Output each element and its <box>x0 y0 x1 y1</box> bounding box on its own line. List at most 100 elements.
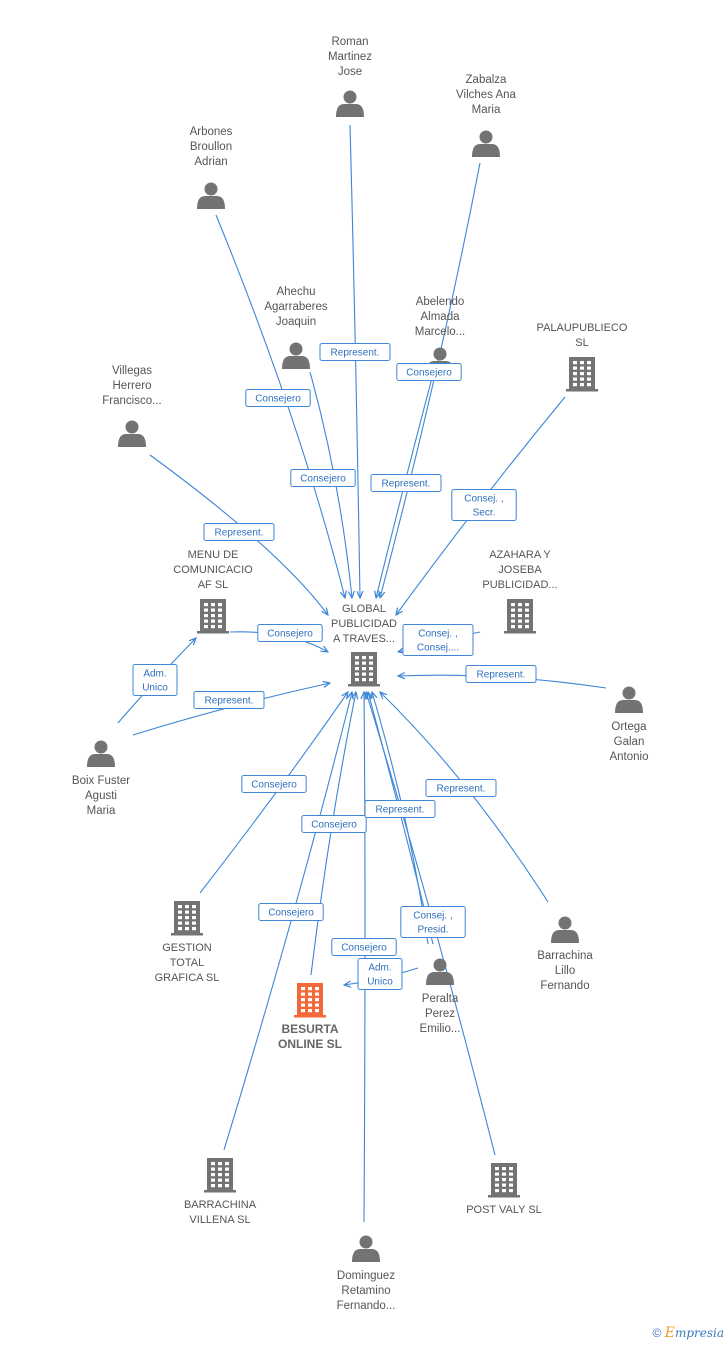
building-base <box>204 1190 236 1193</box>
edge-label-text: Unico <box>367 977 393 988</box>
node-label: Ahechu <box>276 286 315 298</box>
edge-roman-global <box>349 124 360 598</box>
node-abelendo[interactable]: AbelendoAlmadaMarcelo... <box>415 296 466 374</box>
edge-label-ortega-global[interactable]: Represent. <box>465 665 537 683</box>
building-window <box>204 625 208 629</box>
building-window <box>525 619 529 623</box>
building-window <box>369 678 373 682</box>
building-window <box>185 916 189 920</box>
building-window <box>573 372 577 376</box>
edge-label-boix-menu[interactable]: Adm.Unico <box>132 664 178 696</box>
edge-label-ahechu-global[interactable]: Consejero <box>290 469 356 487</box>
edge-label-peralta-global-a[interactable]: Represent. <box>364 800 436 818</box>
edge-label-barrachina-villena-global[interactable]: Consejero <box>258 903 324 921</box>
edge-label-box <box>319 343 391 361</box>
edge-label-text: Represent. <box>331 348 380 359</box>
building-window <box>308 998 312 1002</box>
node-dominguez[interactable]: DominguezRetaminoFernando... <box>337 1235 396 1313</box>
edge-label-text: Consejero <box>311 820 357 831</box>
edge-label-menu-global[interactable]: Consejero <box>257 624 323 642</box>
building-window <box>362 672 366 676</box>
building-window <box>218 1162 222 1166</box>
building-window <box>509 1167 513 1171</box>
edge-label-roman-global[interactable]: Represent. <box>319 343 391 361</box>
building-icon <box>197 599 229 634</box>
person-body <box>336 104 364 117</box>
node-label: Emilio... <box>420 1023 461 1035</box>
building-window <box>502 1172 506 1176</box>
building-window <box>185 927 189 931</box>
building-window <box>315 1003 319 1007</box>
edge-label-abelendo-global[interactable]: Represent. <box>370 474 442 492</box>
footer-brand: © Empresia <box>653 1325 724 1341</box>
edge-label-boix-global[interactable]: Represent. <box>193 691 265 709</box>
edge-label-box <box>301 815 367 833</box>
edge-label-gestion-global[interactable]: Consejero <box>241 775 307 793</box>
building-window <box>178 910 182 914</box>
building-window <box>211 603 215 607</box>
building-window <box>178 916 182 920</box>
edge-label-arbones-global[interactable]: Consejero <box>245 389 311 407</box>
building-window <box>509 1189 513 1193</box>
edge-label-text: Consejero <box>268 908 314 919</box>
person-body <box>87 754 115 767</box>
node-villegas[interactable]: VillegasHerreroFrancisco... <box>102 365 162 447</box>
building-window <box>178 905 182 909</box>
building-window <box>362 678 366 682</box>
brand-name: mpresia <box>674 1326 724 1340</box>
node-label: COMUNICACIO <box>173 564 253 576</box>
building-window <box>580 366 584 370</box>
node-label: Joaquin <box>276 316 316 328</box>
building-icon <box>171 901 203 936</box>
edge-label-dominguez-global[interactable]: Consejero <box>331 938 397 956</box>
edge-label-box <box>451 489 517 521</box>
person-head <box>433 958 447 972</box>
edge-label-besurta-global[interactable]: Consejero <box>301 815 367 833</box>
edge-label-text: Represent. <box>215 528 264 539</box>
edge-label-villegas-global[interactable]: Represent. <box>203 523 275 541</box>
building-base <box>488 1195 520 1198</box>
node-label: Ortega <box>611 721 647 733</box>
person-body <box>551 930 579 943</box>
building-icon <box>566 357 598 392</box>
edge-label-text: Secr. <box>473 508 496 519</box>
node-azahara[interactable]: AZAHARA YJOSEBAPUBLICIDAD... <box>482 549 558 634</box>
edge-label-box <box>258 903 324 921</box>
node-label: PUBLICIDAD... <box>482 579 557 591</box>
node-label: Marcelo... <box>415 326 466 338</box>
edge-label-text: Unico <box>142 683 168 694</box>
node-postvaly[interactable]: POST VALY SL <box>466 1163 542 1216</box>
node-label: Martinez <box>328 51 372 63</box>
edge-label-azahara-global[interactable]: Consej. ,Consej.... <box>402 624 474 656</box>
node-label: Agarraberes <box>264 301 328 313</box>
node-peralta[interactable]: PeraltaPerezEmilio... <box>420 958 461 1036</box>
building-window <box>185 905 189 909</box>
edge-label-peralta-besurta[interactable]: Adm.Unico <box>357 958 403 990</box>
edge-label-box <box>364 800 436 818</box>
edge-label-text: Represent. <box>477 670 526 681</box>
person-body <box>352 1249 380 1262</box>
edge-label-box <box>245 389 311 407</box>
building-window <box>225 1162 229 1166</box>
edge-label-zabalza-global[interactable]: Consejero <box>396 363 462 381</box>
edge-label-palau-global[interactable]: Consej. ,Secr. <box>451 489 517 521</box>
building-window <box>525 614 529 618</box>
building-window <box>192 916 196 920</box>
building-window <box>355 672 359 676</box>
edge-label-peralta-global-b[interactable]: Consej. ,Presid. <box>400 906 466 938</box>
edge-label-barrachina-lillo-global[interactable]: Represent. <box>425 779 497 797</box>
edge-label-box <box>241 775 307 793</box>
